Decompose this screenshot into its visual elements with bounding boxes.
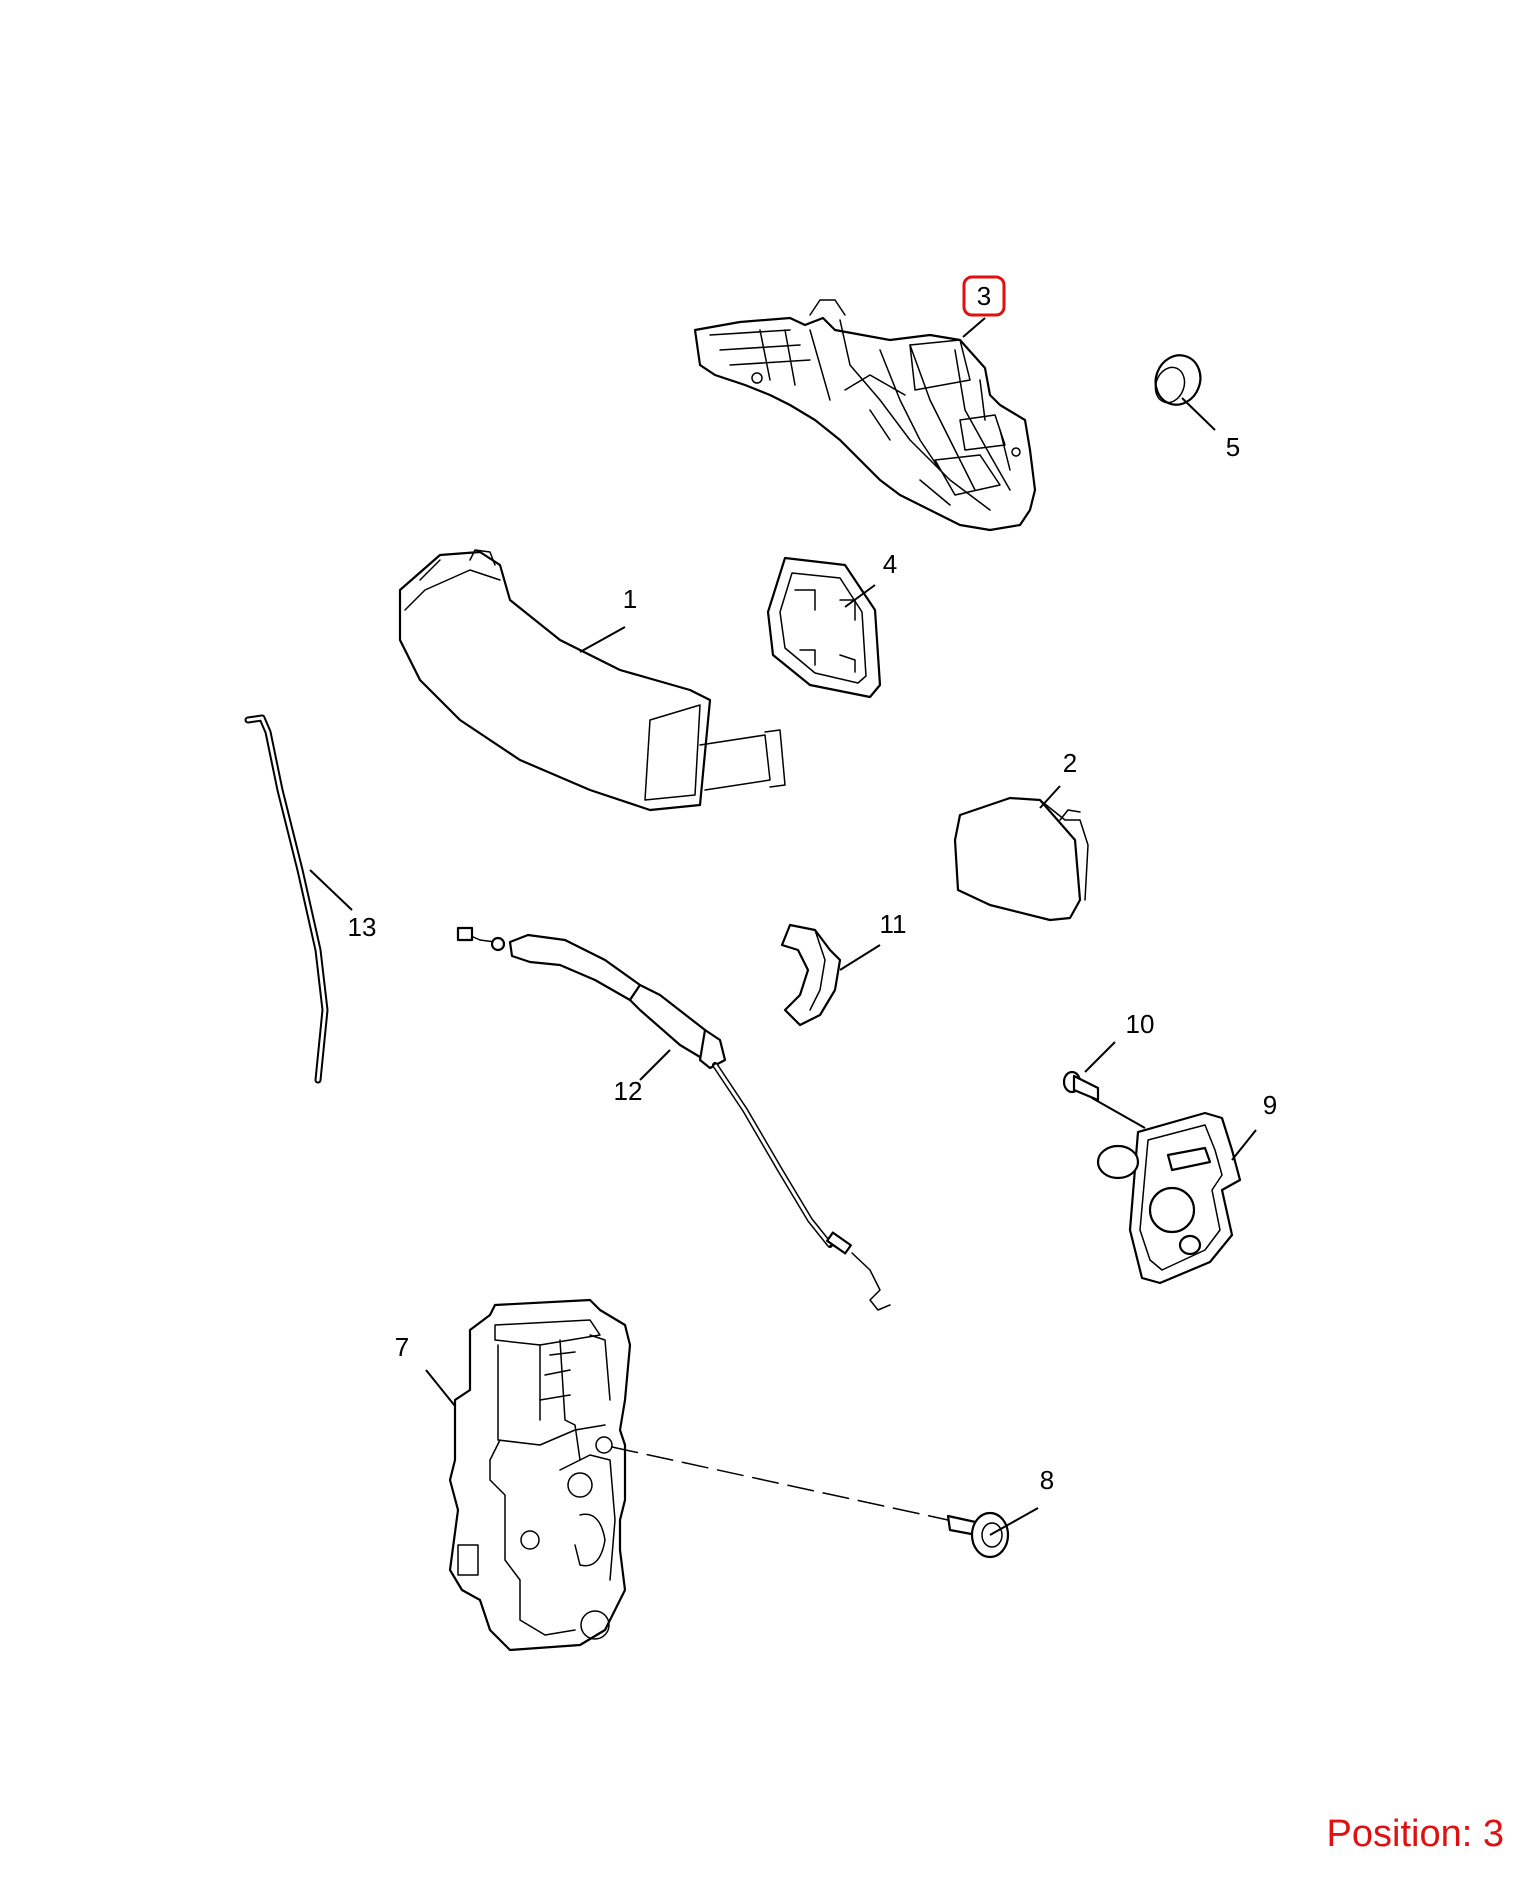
part-7-latch[interactable]	[448, 1298, 632, 1652]
part-12-cable[interactable]	[456, 926, 891, 1311]
callout-1: 1	[623, 584, 637, 614]
callout-7: 7	[395, 1332, 409, 1362]
part-11-clip[interactable]	[780, 923, 842, 1027]
callout-4: 4	[883, 549, 897, 579]
callout-10: 10	[1126, 1009, 1155, 1039]
callout-labels: 3 1 2 4 5 7 8 9 10 11 12 13	[348, 275, 1277, 1495]
part-3-handle-bracket[interactable]	[693, 299, 1037, 532]
part-9-striker-plate[interactable]	[1096, 1111, 1242, 1285]
part-13-rod[interactable]	[244, 714, 329, 1084]
callout-11: 11	[880, 909, 907, 939]
callout-8: 8	[1040, 1465, 1054, 1495]
callout-9: 9	[1263, 1090, 1277, 1120]
callout-13: 13	[348, 912, 377, 942]
part-1-handle[interactable]	[398, 549, 786, 812]
leader-lines	[309, 317, 1257, 1536]
position-indicator: Position: 3	[1326, 1813, 1504, 1855]
callout-2: 2	[1063, 748, 1077, 778]
callout-3: 3	[977, 281, 991, 311]
callout-5: 5	[1226, 432, 1240, 462]
callout-3-highlight-box	[962, 275, 1006, 317]
part-2-cover[interactable]	[953, 796, 1089, 922]
part-5-plug[interactable]	[1149, 349, 1207, 411]
callout-12: 12	[614, 1076, 643, 1106]
part-10-pin[interactable]	[1062, 1070, 1100, 1102]
part-8-bolt[interactable]	[611, 1446, 1010, 1559]
part-4-gasket[interactable]	[766, 556, 882, 699]
